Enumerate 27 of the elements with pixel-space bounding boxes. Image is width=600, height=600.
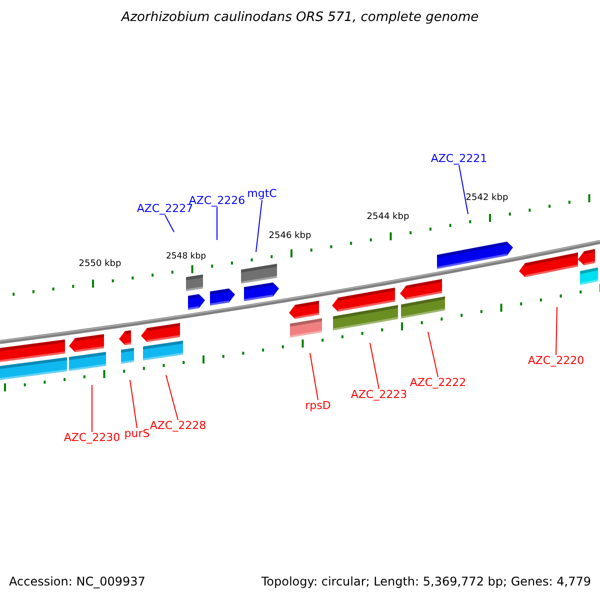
leader-line <box>458 164 468 214</box>
gene-label: AZC_2220 <box>528 354 584 368</box>
leader-line <box>166 374 178 420</box>
leader-line <box>310 352 318 400</box>
scale-label: 2550 kbp <box>78 260 122 270</box>
gene-label: rpsD <box>305 400 331 412</box>
leader-line <box>256 200 262 252</box>
scale-label: 2546 kbp <box>268 232 312 242</box>
footer-text: Topology: circular; Length: 5,369,772 bp; Genes: 4,779 <box>261 575 591 589</box>
gene-label: purS <box>124 428 150 440</box>
gene-label: AZC_2222 <box>410 376 466 390</box>
gene-label: AZC_2228 <box>150 420 206 432</box>
footer-text: Accession: NC_009937 <box>9 575 146 589</box>
leader-line <box>370 342 380 390</box>
scale-label: 2542 kbp <box>466 194 508 204</box>
leader-line <box>556 306 558 356</box>
scale-label: 2544 kbp <box>366 213 410 223</box>
leader-line <box>216 206 218 240</box>
gene-label: AZC_2230 <box>64 432 120 444</box>
leader-line <box>130 380 138 428</box>
gene-label: mgtC <box>247 188 277 200</box>
scale-label: 2548 kbp <box>166 252 206 262</box>
leader-line <box>428 332 438 378</box>
gene-label: AZC_2221 <box>430 152 488 166</box>
title: Azorhizobium caulinodans ORS 571, complete genome <box>121 10 479 26</box>
leader-line <box>164 214 174 232</box>
gene-label: AZC_2223 <box>350 388 408 402</box>
